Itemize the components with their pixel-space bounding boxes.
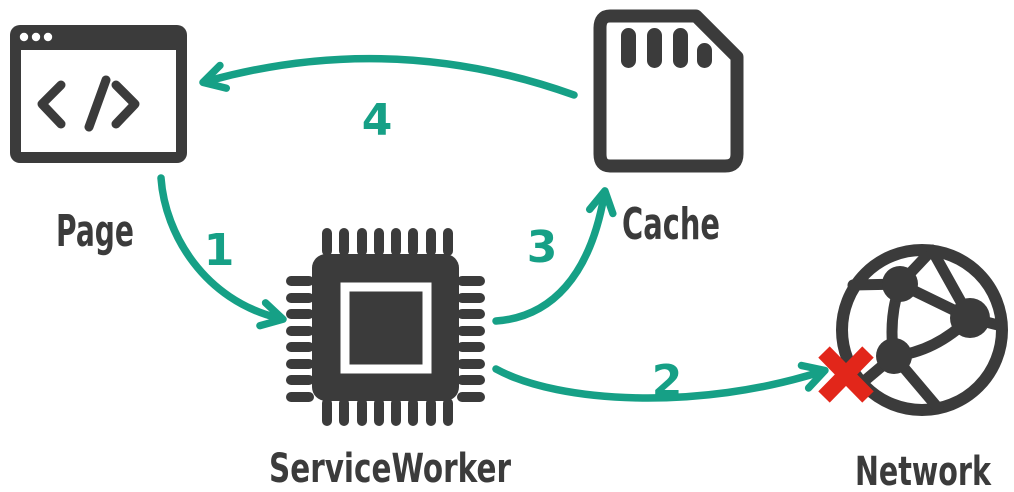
step-number-1: 1: [204, 225, 235, 276]
blocked-x-icon: [818, 346, 874, 403]
sd-card-icon: [593, 9, 744, 173]
node-label-network: Network: [855, 449, 992, 492]
browser-window-code-icon: [10, 25, 187, 163]
cache-node: Cache: [593, 9, 744, 250]
step-number-4: 4: [362, 95, 393, 146]
node-label-cache: Cache: [622, 199, 720, 250]
arrow-step4-cache-to-page: [199, 54, 578, 99]
globe-network-icon: [818, 244, 1008, 416]
code-glyph: [37, 75, 140, 132]
arrow-step3-serviceworker-to-cache: [492, 187, 617, 325]
node-label-page: Page: [56, 206, 134, 257]
service-worker-node: ServiceWorker: [269, 228, 511, 492]
step-number-3: 3: [527, 222, 558, 273]
node-label-serviceworker: ServiceWorker: [269, 446, 511, 492]
arrow-step2-serviceworker-to-network: [492, 361, 829, 402]
page-node: Page: [10, 25, 187, 257]
cpu-chip-icon: [286, 228, 485, 426]
step-number-2: 2: [652, 356, 683, 407]
flow-arrows: 1 2 3 4: [157, 54, 829, 407]
network-node: Network: [818, 244, 1008, 492]
arrow-step1-page-to-serviceworker: [157, 174, 287, 330]
